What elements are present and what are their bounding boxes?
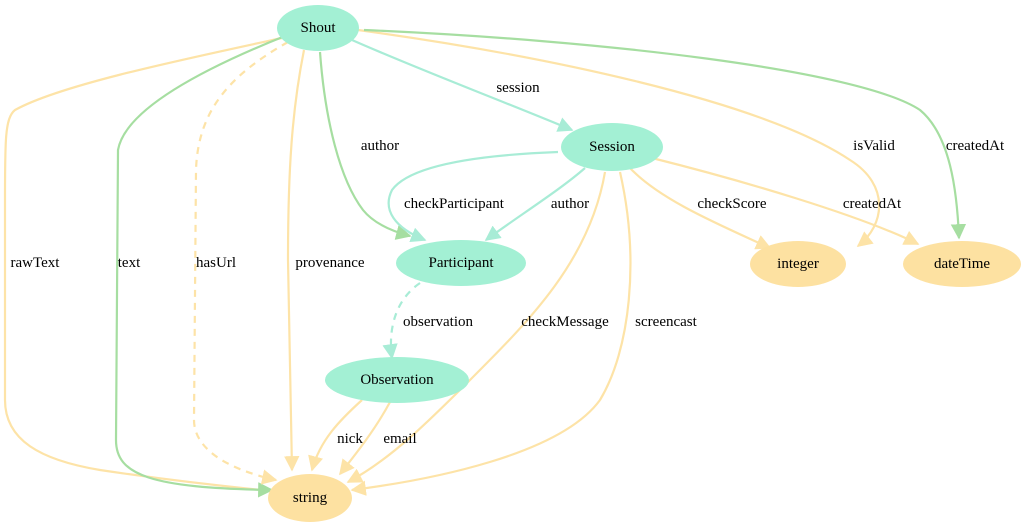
edge-checkmessage xyxy=(346,171,607,483)
edge-hasurl xyxy=(192,41,289,485)
node-shout-label: Shout xyxy=(300,20,336,36)
label-text: text xyxy=(118,255,141,271)
node-shout[interactable]: Shout xyxy=(277,5,359,51)
edge-text xyxy=(114,34,286,498)
node-observation-label: Observation xyxy=(360,372,434,388)
label-createdat-session: createdAt xyxy=(843,196,902,212)
label-email: email xyxy=(383,431,416,447)
label-observation: observation xyxy=(403,314,473,330)
edge-rawtext xyxy=(3,36,283,494)
node-observation[interactable]: Observation xyxy=(325,357,469,403)
label-author-shout: author xyxy=(361,138,399,154)
node-session-label: Session xyxy=(589,139,635,155)
edge-screencast xyxy=(350,171,632,496)
label-createdat-shout: createdAt xyxy=(946,138,1005,154)
label-checkmessage: checkMessage xyxy=(521,314,609,330)
edge-email xyxy=(339,401,391,476)
edge-nick xyxy=(308,399,363,472)
edge-provenance xyxy=(284,49,306,472)
label-screencast: screencast xyxy=(635,314,697,330)
label-hasurl: hasUrl xyxy=(196,255,236,271)
edge-observation xyxy=(382,282,421,360)
node-participant-label: Participant xyxy=(429,255,495,271)
node-string-label: string xyxy=(293,490,328,506)
label-isvalid: isValid xyxy=(853,138,895,154)
edge-isvalid xyxy=(357,28,881,247)
node-string[interactable]: string xyxy=(268,474,352,522)
node-integer-label: integer xyxy=(777,256,819,272)
node-datetime-label: dateTime xyxy=(934,256,990,272)
node-integer[interactable]: integer xyxy=(750,241,846,287)
edge-author-shout xyxy=(318,51,412,240)
label-nick: nick xyxy=(337,431,363,447)
label-checkscore: checkScore xyxy=(697,196,766,212)
edge-author-session xyxy=(484,167,586,241)
edge-createdat-session xyxy=(651,156,920,245)
edge-createdat-shout xyxy=(363,28,967,240)
label-session: session xyxy=(496,80,540,96)
node-datetime[interactable]: dateTime xyxy=(903,241,1021,287)
node-participant[interactable]: Participant xyxy=(396,240,526,286)
label-checkparticipant: checkParticipant xyxy=(404,196,505,212)
edge-checkscore xyxy=(629,167,772,250)
label-provenance: provenance xyxy=(295,255,364,271)
label-author-session: author xyxy=(551,196,589,212)
label-rawtext: rawText xyxy=(11,255,61,271)
edge-session xyxy=(351,38,574,132)
edge-checkparticipant xyxy=(387,150,559,242)
node-session[interactable]: Session xyxy=(561,123,663,171)
